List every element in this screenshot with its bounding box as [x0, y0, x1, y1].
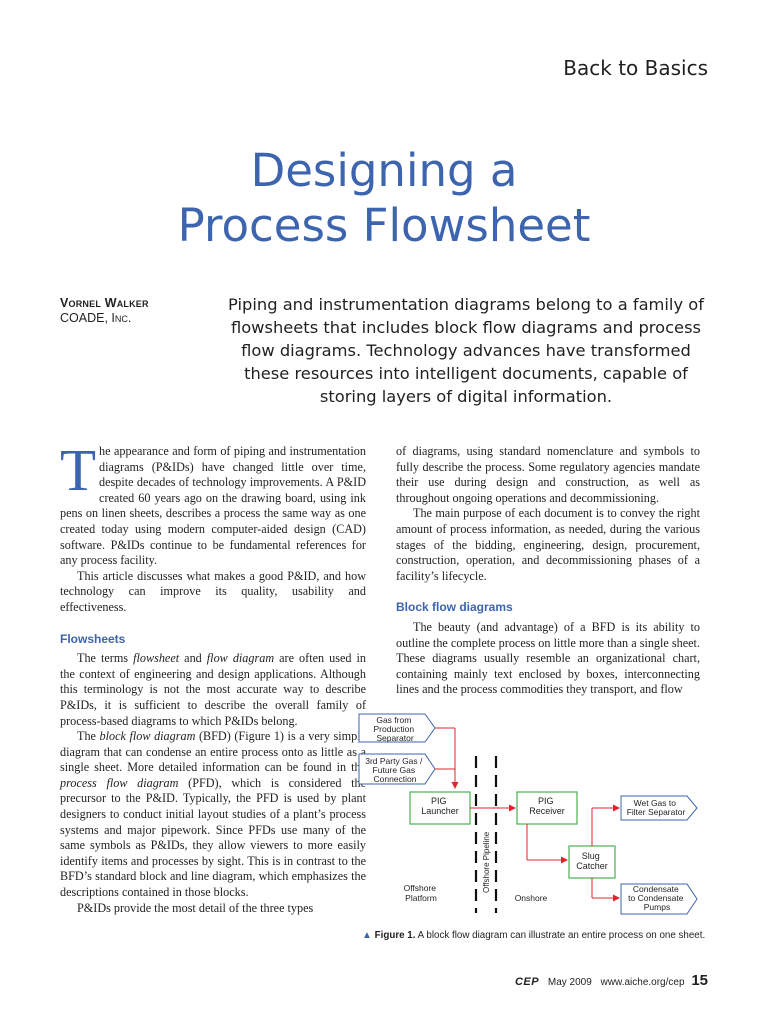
page-title: Designing a Process Flowsheet [0, 143, 768, 253]
paragraph: The terms flowsheet and flow diagram are… [60, 651, 366, 728]
paragraph: This article discusses what makes a good… [60, 568, 366, 614]
offshore-platform-label: Offshore Platform [404, 883, 439, 903]
pig-receiver-box [516, 791, 578, 825]
author-block: Vornel Walker COADE, Inc. [60, 296, 149, 326]
journal-url: www.aiche.org/cep [600, 977, 685, 988]
block-flow-diagram: Gas from Production Separator 3rd Party … [358, 713, 698, 915]
body-column-2: of diagrams, using standard nomenclature… [396, 444, 700, 698]
slug-catcher-label: Slug Catcher [576, 851, 608, 871]
gas-from-box [358, 713, 436, 743]
pig-receiver-label: PIG Receiver [529, 796, 565, 816]
lede: Piping and instrumentation diagrams belo… [228, 295, 704, 406]
condensate-box [620, 883, 698, 915]
paragraph: P&IDs provide the most detail of the thr… [77, 900, 314, 915]
pipeline-label: Offshore Pipeline [482, 831, 491, 893]
pig-launcher-label: PIG Launcher [421, 796, 459, 816]
pig-launcher-box [409, 791, 471, 825]
figure-caption: ▲ Figure 1. A block flow diagram can ill… [362, 930, 705, 941]
drop-cap: T [60, 437, 97, 503]
journal-name: CEP [514, 976, 540, 988]
onshore-label: Onshore [515, 893, 548, 903]
issue-date: May 2009 [547, 977, 592, 988]
third-party-gas-label: 3rd Party Gas / Future Gas Connection [365, 756, 425, 784]
third-party-gas-box [358, 753, 436, 785]
paragraph: The beauty (and advantage) of a BFD is i… [396, 619, 700, 697]
caption-text: A block flow diagram can illustrate an e… [415, 930, 706, 941]
section-label: Back to Basics [563, 56, 708, 80]
caption-label: Figure 1. [374, 930, 416, 941]
title-line-1: Designing a [250, 144, 518, 197]
author-org: COADE, Inc. [60, 311, 132, 325]
wet-gas-box [620, 795, 698, 821]
paragraph: The block flow diagram (BFD) (Figure 1) … [60, 729, 366, 900]
heading-flowsheets: Flowsheets [60, 631, 126, 646]
condensate-label: Condensate to Condensate Pumps [628, 884, 686, 912]
wet-gas-label: Wet Gas to Filter Separator [627, 798, 686, 817]
gas-from-label: Gas from Production Separator [373, 715, 416, 743]
paragraph: of diagrams, using standard nomenclature… [396, 444, 700, 505]
title-line-2: Process Flowsheet [177, 199, 591, 252]
paragraph: The main purpose of each document is to … [396, 506, 700, 583]
triangle-icon: ▲ [362, 930, 372, 941]
author-name: Vornel Walker [60, 296, 149, 310]
heading-block-flow-diagrams: Block flow diagrams [396, 600, 513, 615]
page-footer: CEP May 2009 www.aiche.org/cep 15 [509, 972, 708, 989]
slug-catcher-box [568, 845, 616, 879]
page-number: 15 [691, 972, 708, 989]
